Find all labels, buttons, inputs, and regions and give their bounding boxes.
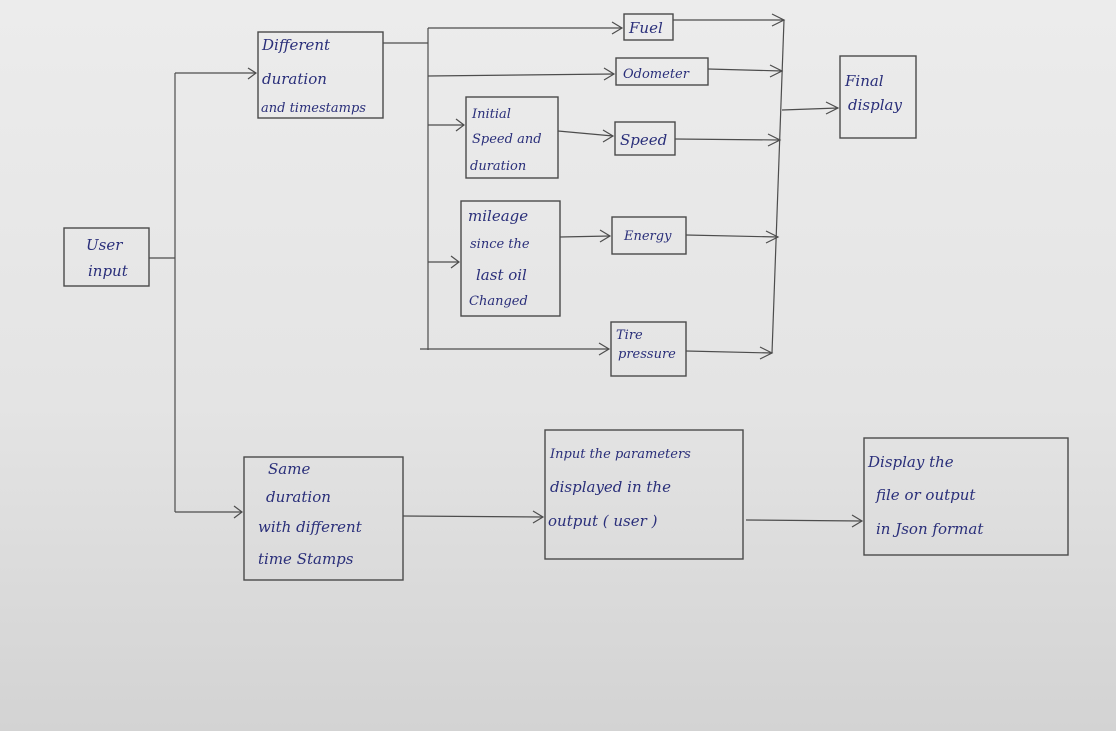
arrowhead-icon [611, 21, 624, 35]
label-line: last oil [476, 266, 527, 284]
final-display-box [839, 55, 917, 139]
arrowhead-icon [759, 346, 774, 360]
arrowhead-icon [603, 67, 616, 81]
label-line: Display the [867, 453, 954, 471]
connector-lines [149, 19, 863, 522]
label-line: mileage [468, 207, 528, 225]
input-parameters-label: Input the parameters displayed in the ou… [548, 447, 691, 530]
same-duration-box [243, 456, 404, 581]
odometer-label: Odometer [623, 67, 690, 82]
arrowhead-icon [247, 67, 258, 80]
arrowhead-icon [769, 64, 784, 78]
label-line: User [86, 236, 123, 254]
label-line: pressure [618, 347, 676, 362]
label-line: and timestamps [261, 101, 366, 116]
arrowhead-icon [450, 255, 460, 269]
input-parameters-box [544, 429, 744, 560]
label-line: display [848, 96, 902, 114]
speed-label: Speed [620, 131, 667, 149]
arrowhead-icon [851, 514, 864, 528]
user-input-label: User input [86, 236, 129, 280]
arrowhead-icon [602, 129, 615, 143]
initial-speed-box [465, 96, 559, 179]
label-line: in Json format [876, 520, 984, 538]
fuel-box [623, 13, 674, 41]
arrowhead-icon [825, 101, 840, 115]
tire-pressure-box [610, 321, 687, 377]
label-line: since the [470, 237, 530, 252]
arrowhead-icon [767, 133, 782, 147]
initial-speed-label: Initial Speed and duration [470, 107, 542, 174]
tire-pressure-label: Tire pressure [616, 328, 676, 362]
label-line: Tire [616, 328, 643, 343]
label-line: duration [262, 70, 327, 88]
user-input-box [63, 227, 150, 287]
final-display-label: Final display [844, 72, 902, 114]
label-line: file or output [875, 486, 976, 504]
arrowhead-icon [233, 505, 243, 519]
label-line: Different [261, 36, 331, 54]
label-line: Same [268, 460, 310, 478]
same-duration-label: Same duration with different time Stamps [258, 460, 363, 568]
label-line: with different [258, 518, 363, 536]
display-json-label: Display the file or output in Json forma… [867, 453, 984, 538]
fuel-label: Fuel [628, 19, 663, 37]
arrowhead-icon [532, 510, 545, 524]
label-line: duration [266, 488, 331, 506]
arrowhead-icon [771, 13, 786, 27]
odometer-box [615, 57, 709, 86]
mileage-label: mileage since the last oil Changed [468, 207, 530, 309]
label-line: Final [844, 72, 884, 90]
label-line: Changed [469, 294, 528, 309]
speed-box [614, 121, 676, 156]
arrowhead-icon [765, 230, 780, 244]
label-line: Speed and [472, 132, 542, 147]
label-line: Initial [471, 107, 511, 122]
label-line: time Stamps [258, 550, 354, 568]
arrowhead-icon [598, 342, 611, 356]
different-duration-label: Different duration and timestamps [261, 36, 366, 116]
energy-label: Energy [623, 229, 672, 244]
arrow-heads [233, 13, 864, 528]
mileage-box [460, 200, 561, 317]
arrowhead-icon [455, 118, 465, 132]
label-line: displayed in the [550, 478, 671, 496]
arrowhead-icon [599, 229, 612, 243]
label-line: duration [470, 159, 526, 174]
label-line: output ( user ) [548, 512, 658, 530]
display-json-box [863, 437, 1069, 556]
label-line: Input the parameters [549, 447, 691, 462]
different-duration-box [257, 31, 384, 119]
label-line: input [88, 262, 129, 280]
